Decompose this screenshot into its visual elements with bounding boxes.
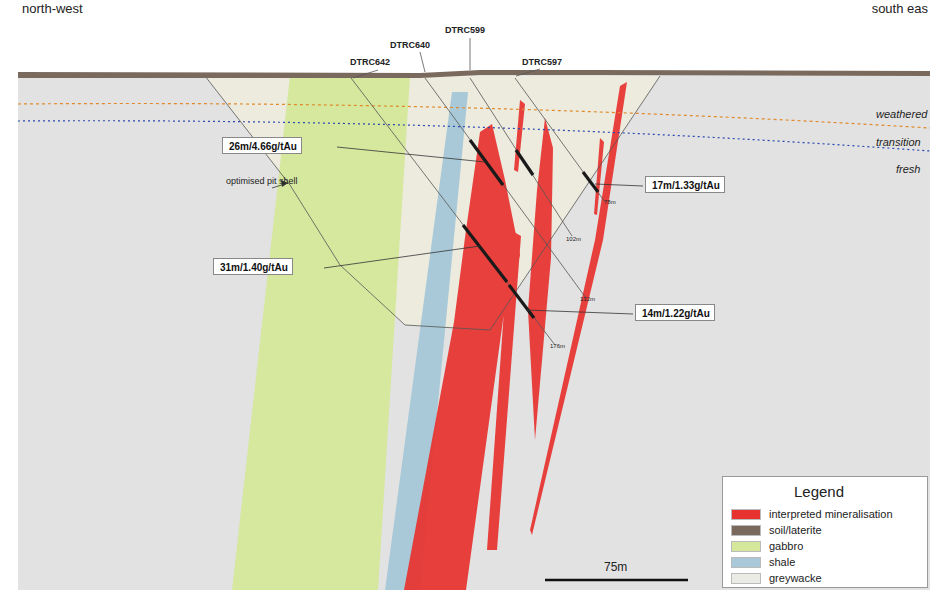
direction-label: south eas bbox=[872, 2, 928, 17]
depth-label: 78m bbox=[604, 199, 616, 206]
drill-holes bbox=[351, 38, 605, 345]
legend-row: shale bbox=[731, 555, 795, 569]
legend-text: greywacke bbox=[769, 572, 822, 584]
soil-laterite-band bbox=[18, 70, 930, 78]
zone-label: transition bbox=[876, 136, 921, 149]
depth-label: 102m bbox=[566, 236, 581, 243]
callout-text: 14m/1.22g/tAu bbox=[642, 308, 708, 319]
depth-label: 176m bbox=[550, 343, 565, 350]
greywacke-ground bbox=[18, 74, 930, 590]
mineralisation-zones bbox=[404, 82, 627, 590]
legend-swatch bbox=[731, 541, 761, 552]
drillhole-label: DTRC597 bbox=[522, 57, 562, 67]
legend-swatch bbox=[731, 509, 761, 520]
depth-label: 132m bbox=[580, 296, 595, 303]
legend-row: gabbro bbox=[731, 539, 803, 553]
drillhole-label: DTRC640 bbox=[390, 40, 430, 50]
scale-label: 75m bbox=[604, 561, 627, 575]
legend-text: soil/laterite bbox=[769, 524, 822, 536]
drillhole-label: DTRC642 bbox=[350, 57, 390, 67]
legend-text: shale bbox=[769, 556, 795, 568]
callout-text: 17m/1.33g/tAu bbox=[652, 180, 718, 191]
pit-shell-outline bbox=[205, 76, 660, 330]
zone-label: weathered bbox=[876, 108, 927, 121]
assay-callout: 31m/1.40g/tAu bbox=[213, 258, 293, 275]
assay-callout: 14m/1.22g/tAu bbox=[635, 304, 715, 321]
legend-text: interpreted mineralisation bbox=[769, 508, 893, 520]
assay-callout: 26m/4.66g/tAu bbox=[222, 137, 302, 154]
legend-title: Legend bbox=[794, 483, 844, 500]
scale-bar bbox=[545, 579, 688, 582]
legend-row: soil/laterite bbox=[731, 523, 822, 537]
legend-row: interpreted mineralisation bbox=[731, 507, 893, 521]
legend-swatch bbox=[731, 573, 761, 584]
legend-swatch bbox=[731, 525, 761, 536]
pit-shell-label: optimised pit shell bbox=[226, 176, 298, 186]
assay-callout: 17m/1.33g/tAu bbox=[645, 176, 725, 193]
drillhole-label: DTRC599 bbox=[445, 25, 485, 35]
callout-text: 26m/4.66g/tAu bbox=[229, 141, 295, 152]
drill-intercepts bbox=[463, 140, 598, 318]
callout-text: 31m/1.40g/tAu bbox=[220, 262, 286, 273]
weathered-boundary bbox=[18, 104, 930, 129]
legend-text: gabbro bbox=[769, 540, 803, 552]
direction-label: north-west bbox=[22, 2, 83, 17]
legend-row: greywacke bbox=[731, 571, 822, 585]
zone-label: fresh bbox=[896, 163, 920, 176]
legend-swatch bbox=[731, 557, 761, 568]
leader-lines bbox=[272, 147, 643, 314]
